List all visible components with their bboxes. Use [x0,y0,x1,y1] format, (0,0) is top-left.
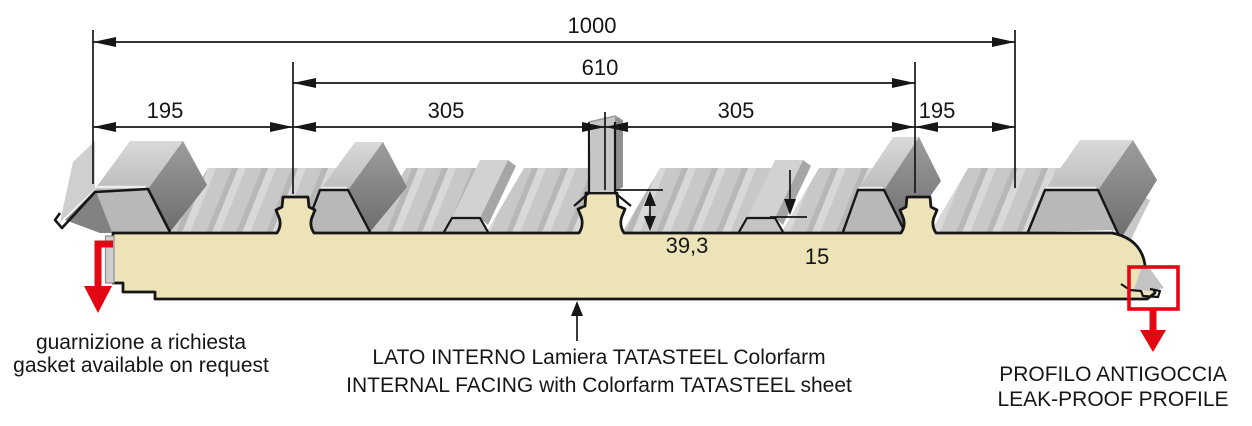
rib-front [95,189,170,232]
label-305-right: 305 [718,98,755,123]
dimension-row [93,122,1015,132]
rib-top [320,142,383,190]
upstand-side [615,116,623,192]
gasket-strip [104,235,115,284]
red-callouts [84,240,1180,352]
rib-5 [1028,140,1157,240]
rib-1 [95,141,207,232]
mini-rib-front [444,218,488,232]
overlap-upstand [573,115,632,207]
dimension-labels: 1000 610 195 305 305 195 39,3 15 [147,13,956,269]
metal-sheet [53,137,1157,250]
metal-outline [738,216,784,233]
rib-front [843,190,905,232]
metal-outline [443,216,489,233]
label-mini-rib-height: 15 [805,244,829,269]
gasket-note-line2: gasket available on request [13,354,269,377]
mini-rib-2 [739,160,811,232]
drip-flap [1134,266,1164,291]
foam-core [111,191,1157,301]
dimension-610 [293,78,915,88]
label-195-left: 195 [147,98,184,123]
rib-4 [843,137,941,232]
dimension-1000 [93,37,1015,47]
upstand-top-edge [588,115,624,123]
rib-wall [884,137,941,232]
label-610: 610 [582,55,619,80]
rib-wall [148,141,207,232]
upstand-face [589,116,615,192]
leak-proof-line2: LEAK-PROOF PROFILE [997,388,1228,411]
mini-rib-1 [444,160,516,232]
label-305-left: 305 [428,98,465,123]
internal-facing-leader [571,301,583,341]
gasket-arrow [84,240,113,313]
label-1000: 1000 [568,13,617,38]
mini-rib-top [452,160,508,218]
overhang-top [60,141,95,222]
internal-facing-line2: INTERNAL FACING with Colorfarm TATASTEEL… [346,374,852,397]
label-195-right: 195 [919,98,956,123]
mini-rib-side [480,160,516,225]
rib-wall [348,142,407,232]
dimension-lines [92,30,1016,341]
label-rib-height: 39,3 [666,233,709,258]
annotation-texts: guarnizione a richiesta gasket available… [13,331,1228,411]
rib-top [858,137,919,190]
internal-facing-line1: LATO INTERNO Lamiera TATASTEEL Colorfarm [372,346,825,369]
flute-band [622,168,779,233]
mini-rib-top [747,160,803,218]
metal-outline [841,188,907,233]
rib-wall [1098,140,1157,240]
dimension-rib-height [616,189,663,231]
rib-top [95,141,183,189]
rib-top [1045,140,1133,190]
mini-rib-front [739,218,783,232]
leak-proof-arrow [1140,309,1166,352]
rib-front [1028,190,1118,232]
metal-outline [1026,188,1123,241]
metal-outline [53,187,172,233]
gasket-note-line1: guarnizione a richiesta [36,331,246,354]
mini-rib-side [775,160,811,225]
leak-proof-line1: PROFILO ANTIGOCCIA [999,363,1227,386]
dimension-mini-rib-height [770,170,807,218]
